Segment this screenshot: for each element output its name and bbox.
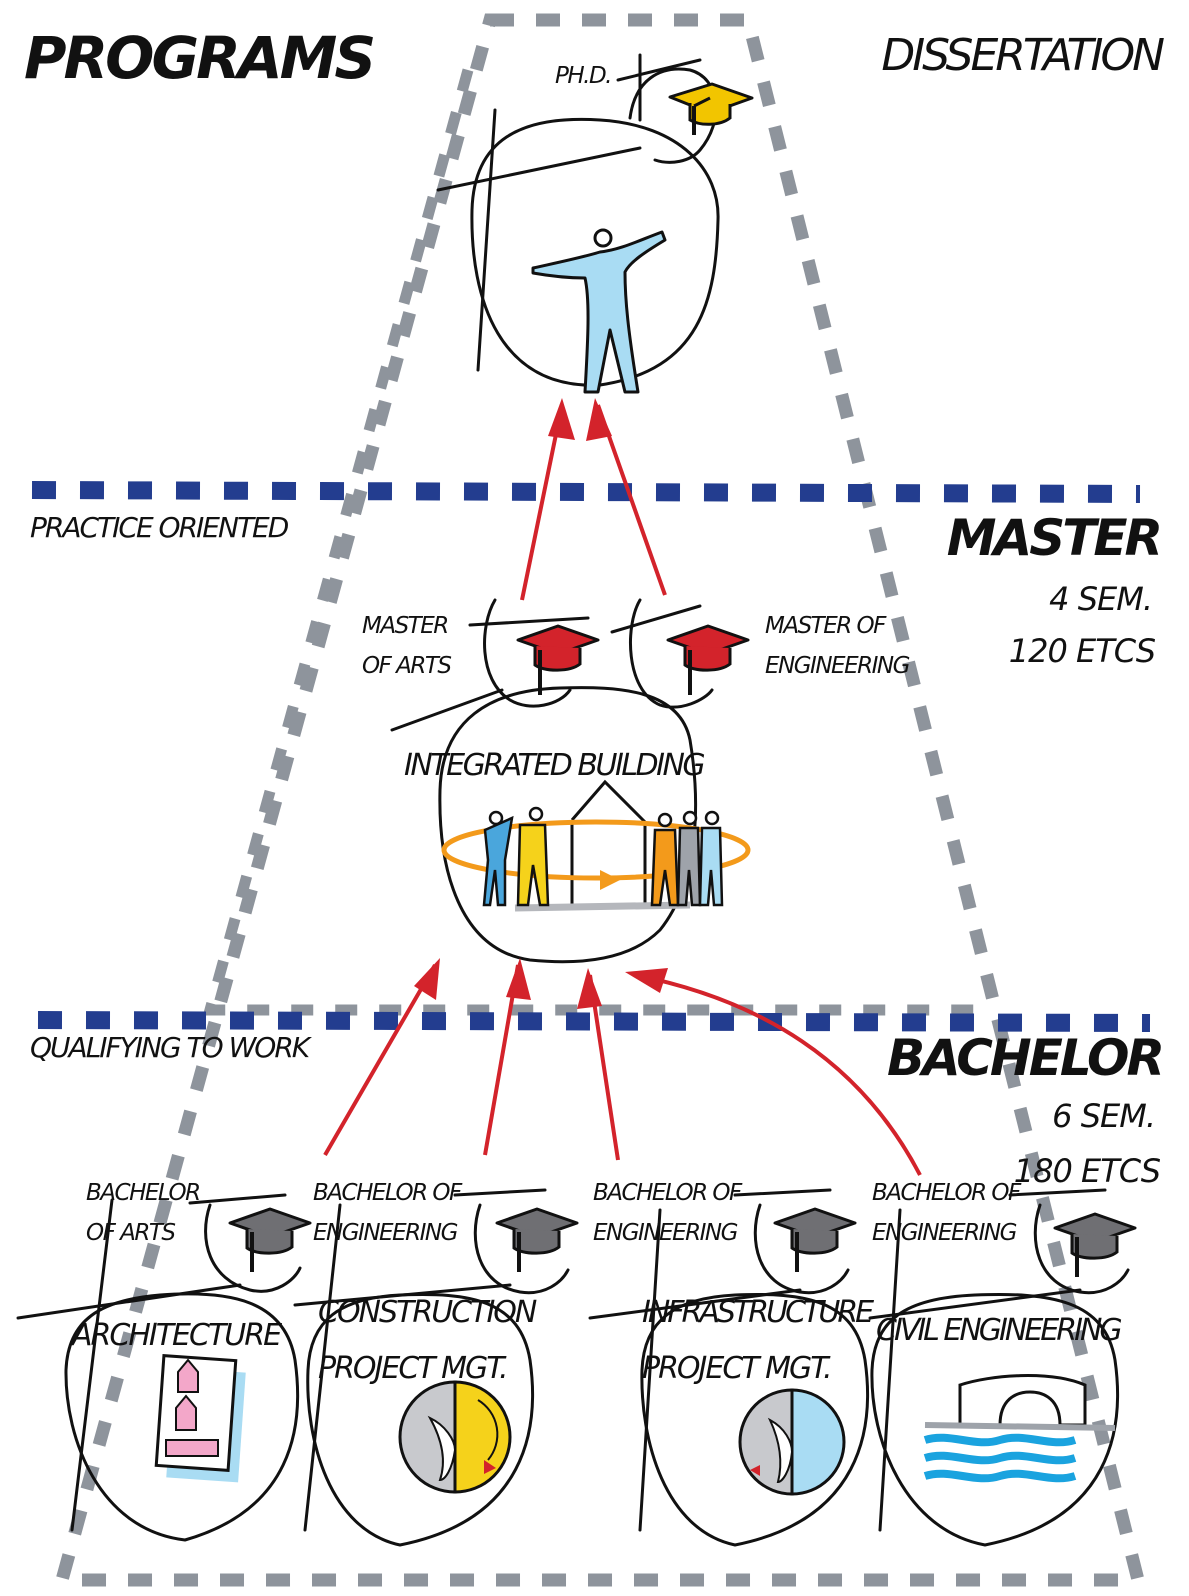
bachelor-level-line [37, 1011, 1151, 1032]
qualifying-to-work-label: QUALIFYING TO WORK [30, 1031, 313, 1064]
bachelor-cap-icon [228, 1207, 312, 1272]
programs-outline-inner [202, 68, 975, 1016]
program-infrastructure: INFRASTRUCTURE PROJECT MGT. [642, 1295, 877, 1386]
clock-blue-icon [738, 1388, 846, 1496]
bachelor-cap-icon [1053, 1212, 1137, 1277]
svg-text:BACHELOR OF: BACHELOR OF [593, 1180, 743, 1206]
bachelor-infrastructure-head [588, 1188, 870, 1547]
master-arts-cap-icon [516, 624, 600, 695]
svg-text:OF ARTS: OF ARTS [86, 1220, 175, 1246]
bachelor-credits: 180 ETCS [1014, 1152, 1161, 1190]
bachelor-title: BACHELOR [887, 1029, 1162, 1087]
svg-text:INFRASTRUCTURE: INFRASTRUCTURE [642, 1295, 874, 1330]
bachelor-cap-icons [228, 1207, 1137, 1277]
dissertation-label: DISSERTATION [881, 30, 1164, 81]
svg-text:ENGINEERING: ENGINEERING [872, 1220, 1017, 1246]
master-engineering-cap-icon [666, 624, 750, 695]
master-level-line [31, 481, 1141, 503]
bachelor-semesters: 6 SEM. [1052, 1097, 1155, 1135]
bachelor-construction-head [293, 1188, 570, 1547]
arrow-master-engineering-to-phd [596, 404, 667, 596]
page-title: PROGRAMS [24, 24, 373, 92]
svg-text:ENGINEERING: ENGINEERING [313, 1220, 458, 1246]
clock-yellow-icon [398, 1380, 512, 1494]
bridge-water-icon [923, 1374, 1116, 1483]
bachelor-degree-label-civil: BACHELOR OF ENGINEERING [872, 1180, 1024, 1246]
bachelor-degree-label-construction: BACHELOR OF ENGINEERING [313, 1180, 465, 1246]
phd-degree-label: PH.D. [555, 63, 611, 89]
master-arts-label: MASTER OF ARTS [362, 613, 453, 679]
svg-text:BACHELOR OF: BACHELOR OF [872, 1180, 1022, 1206]
master-title: MASTER [947, 509, 1160, 567]
integrated-building-label: INTEGRATED BUILDING [404, 748, 704, 783]
svg-text:PROJECT MGT.: PROJECT MGT. [642, 1351, 831, 1386]
phd-cap-icon [668, 82, 754, 135]
svg-text:CONSTRUCTION: CONSTRUCTION [318, 1295, 537, 1330]
progression-arrows [323, 404, 922, 1176]
svg-text:OF ARTS: OF ARTS [362, 653, 451, 679]
svg-text:ENGINEERING: ENGINEERING [593, 1220, 738, 1246]
arrow-architecture-to-master [323, 963, 437, 1157]
phd-head [436, 53, 720, 387]
svg-text:ENGINEERING: ENGINEERING [765, 653, 910, 679]
program-architecture: ARCHITECTURE [70, 1318, 282, 1353]
arrow-master-arts-to-phd [520, 404, 564, 601]
master-credits: 120 ETCS [1009, 632, 1156, 670]
program-civil-engineering: CIVIL ENGINEERING [876, 1313, 1121, 1348]
bachelor-cap-icon [773, 1207, 857, 1272]
svg-text:MASTER: MASTER [362, 613, 448, 639]
arrowheads [414, 398, 668, 1009]
bachelor-civil-head [868, 1188, 1130, 1547]
person-arms-open-icon [531, 228, 667, 394]
integrated-building-icon [441, 779, 751, 912]
svg-text:BACHELOR OF: BACHELOR OF [313, 1180, 463, 1206]
bachelor-cap-icon [495, 1207, 579, 1272]
arrow-civil-to-master [634, 973, 922, 1176]
svg-text:MASTER OF: MASTER OF [765, 613, 887, 639]
building-plan-icon [154, 1354, 246, 1483]
practice-oriented-label: PRACTICE ORIENTED [30, 511, 289, 544]
master-semesters: 4 SEM. [1049, 580, 1152, 618]
bachelor-architecture-head [16, 1193, 302, 1542]
bachelor-degree-label-architecture: BACHELOR OF ARTS [86, 1180, 201, 1246]
master-engineering-label: MASTER OF ENGINEERING [765, 613, 911, 679]
bachelor-degree-label-infrastructure: BACHELOR OF ENGINEERING [593, 1180, 745, 1246]
svg-text:BACHELOR: BACHELOR [86, 1180, 200, 1206]
master-head [390, 598, 714, 964]
program-construction: CONSTRUCTION PROJECT MGT. [318, 1295, 539, 1386]
svg-text:PROJECT MGT.: PROJECT MGT. [318, 1351, 507, 1386]
